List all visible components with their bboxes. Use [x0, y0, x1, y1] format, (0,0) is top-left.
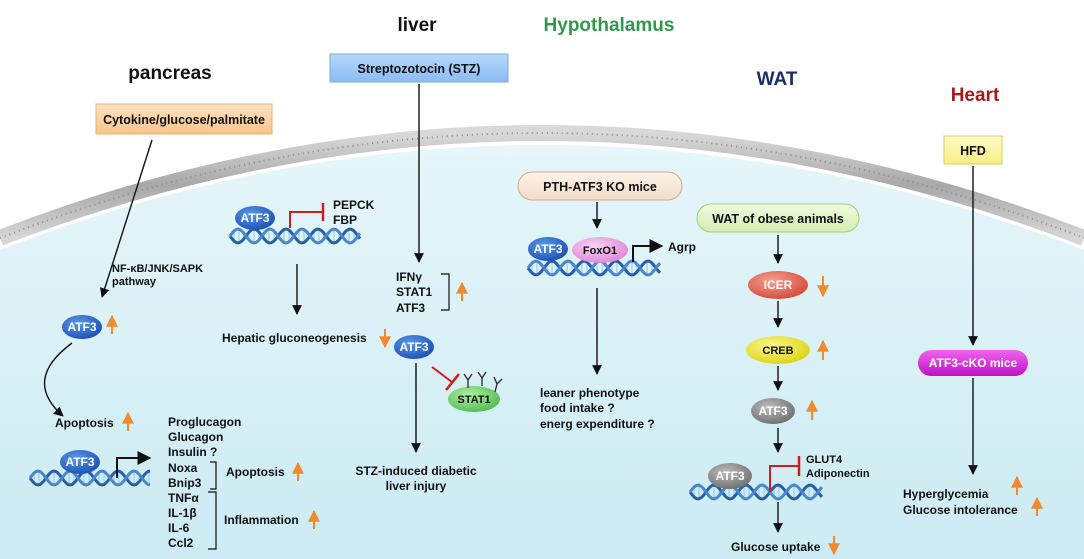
- foxo1-label: FoxO1: [583, 245, 617, 257]
- receptor-icon: [463, 371, 503, 393]
- fbp-label: FBP: [333, 213, 357, 227]
- pth-ko-box: [517, 171, 683, 201]
- inflammation-bracket: [208, 491, 217, 550]
- target-ccl2: Ccl2: [168, 536, 194, 550]
- hepatic-label: Hepatic gluconeogenesis: [222, 331, 367, 345]
- inhibit-stat1-bar: [445, 373, 460, 391]
- target-bnip3: Bnip3: [168, 476, 202, 490]
- agrp-label: Agrp: [668, 240, 696, 254]
- cko-pill: [918, 350, 1028, 376]
- cytokine-label: Cytokine/glucose/palmitate: [103, 113, 265, 127]
- dna-strand-a: [526, 259, 662, 277]
- atf3-liver2-label: ATF3: [399, 340, 428, 354]
- target-noxa: Noxa: [168, 461, 198, 475]
- wat-obese-label: WAT of obese animals: [712, 212, 844, 226]
- pathway-label-2: pathway: [112, 276, 157, 288]
- wat-obese-box: [696, 203, 860, 233]
- atf3-wat-oval: [751, 398, 795, 424]
- glucose-uptake-label: Glucose uptake: [731, 540, 821, 554]
- apoptosis-bracket: [210, 461, 217, 490]
- cko-label: ATF3-cKO mice: [929, 356, 1018, 370]
- outcome-food: food intake ?: [540, 401, 615, 415]
- outcome-energy: energ expenditure ?: [540, 417, 655, 431]
- cytokine-to-atf3-arrow: [100, 139, 153, 298]
- creb-oval: [746, 336, 810, 364]
- target-insulin: Insulin ?: [168, 445, 217, 459]
- cell-cytoplasm: [0, 145, 1084, 559]
- title-liver: liver: [397, 15, 437, 36]
- apoptosis-label: Apoptosis: [55, 416, 114, 430]
- dna-strand-b: [28, 469, 151, 487]
- target-tnfa: TNFα: [168, 491, 199, 505]
- atf3-wat-dna-oval: [708, 463, 752, 489]
- injury-label-1: STZ-induced diabetic: [355, 464, 477, 478]
- pancreas-target-list: Proglucagon Glucagon Insulin ? Noxa Bnip…: [168, 415, 241, 550]
- cytokine-box: [95, 103, 273, 135]
- atf3-to-apoptosis-arrow: [43, 342, 73, 417]
- dna-strand-b: [688, 483, 824, 501]
- gene-stat1: STAT1: [396, 285, 433, 299]
- hfd-label: HFD: [960, 144, 986, 158]
- atf3-liver-label: ATF3: [240, 211, 269, 225]
- icer-oval: [748, 271, 808, 299]
- gene-ifng: IFNγ: [396, 270, 422, 284]
- stat1-oval: [448, 386, 500, 412]
- atf3-liver-oval: [235, 206, 275, 230]
- target-proglucagon: Proglucagon: [168, 415, 241, 429]
- stat1-label: STAT1: [457, 394, 490, 406]
- inflammation-label: Inflammation: [224, 513, 299, 527]
- dna-strand-b: [526, 259, 662, 277]
- stz-box: [329, 53, 509, 83]
- title-hypothalamus: Hypothalamus: [544, 15, 675, 36]
- hyperglycemia-label: Hyperglycemia: [903, 487, 989, 501]
- apoptosis-group-label: Apoptosis: [226, 465, 285, 479]
- gene-atf3: ATF3: [396, 301, 425, 315]
- pancreas-transcription-arrow: [116, 451, 152, 478]
- dna-strand-a: [28, 469, 151, 487]
- atf3-liver2-oval: [394, 335, 434, 359]
- icer-label: ICER: [764, 278, 793, 292]
- inhibit-stat1-line: [431, 366, 453, 383]
- stz-label: Streptozotocin (STZ): [358, 62, 481, 76]
- glucose-intolerance-label: Glucose intolerance: [903, 503, 1018, 517]
- inhibit-pepck-line: [289, 211, 322, 228]
- dna-pancreas: [28, 469, 151, 487]
- pth-ko-label: PTH-ATF3 KO mice: [543, 180, 657, 194]
- pepck-label: PEPCK: [333, 198, 375, 212]
- atf3-pancreas-label: ATF3: [67, 320, 96, 334]
- title-wat: WAT: [757, 69, 798, 90]
- atf3-hypo-oval: [528, 237, 568, 261]
- pathway-label-1: NF-κB/JNK/SAPK: [112, 263, 203, 275]
- atf3-wat-label: ATF3: [758, 404, 787, 418]
- injury-label-2: liver injury: [386, 479, 447, 493]
- atf3-wat-dna-label: ATF3: [715, 469, 744, 483]
- outcome-leaner: leaner phenotype: [540, 386, 640, 400]
- foxo1-oval: [572, 237, 628, 263]
- adiponectin-label: Adiponectin: [806, 468, 870, 480]
- title-pancreas: pancreas: [128, 63, 211, 84]
- dna-hypo: [526, 259, 662, 277]
- atf3-pancreas-dna-oval: [60, 450, 100, 474]
- dna-strand-b: [228, 227, 362, 245]
- inhibit-glut4-line: [769, 465, 798, 492]
- target-il6: IL-6: [168, 521, 190, 535]
- dna-strand-a: [688, 483, 824, 501]
- membrane-texture: [0, 132, 1084, 239]
- atf3-pancreas-oval: [62, 315, 102, 339]
- foxo1-to-agrp-arrow: [632, 239, 664, 262]
- hfd-box: [943, 135, 1003, 165]
- genes-bracket: [441, 273, 450, 311]
- target-il1b: IL-1β: [168, 506, 197, 520]
- glut4-label: GLUT4: [806, 454, 843, 466]
- atf3-hypo-label: ATF3: [533, 242, 562, 256]
- creb-label: CREB: [762, 345, 793, 357]
- dna-wat: [688, 483, 824, 501]
- title-heart: Heart: [951, 85, 1000, 106]
- atf3-pancreas-dna-label: ATF3: [65, 455, 94, 469]
- target-glucagon: Glucagon: [168, 430, 223, 444]
